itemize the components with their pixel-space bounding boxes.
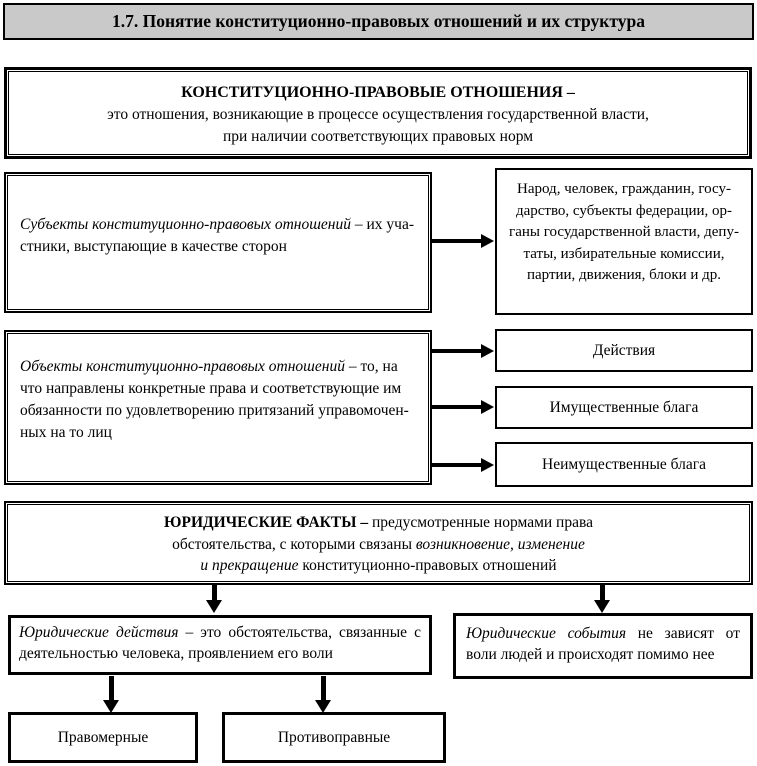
lawful-box: Правомерные [8, 712, 198, 763]
arrow-down-icon [206, 585, 223, 613]
definition-line2: при наличии соответствующих правовых нор… [222, 128, 534, 145]
arrow-right-icon [432, 458, 494, 472]
subjects-examples-line4: таты, избирательные комиссии, [523, 245, 725, 262]
subjects-examples-box: Народ, человек, гражданин, госу- дарство… [495, 168, 753, 315]
definition-box: КОНСТИТУЦИОННО-ПРАВОВЫЕ ОТНОШЕНИЯ – это … [4, 67, 752, 159]
facts-line2-plain: обстоятельства, с которыми связаны [172, 535, 416, 553]
objects-target-actions-label: Действия [592, 341, 656, 359]
subjects-examples-line5: партии, движения, блоки и др. [526, 267, 722, 283]
subjects-rest-line2: стники, выступающие в качестве сторон [20, 238, 287, 255]
arrow-down-icon [315, 676, 332, 713]
objects-line3: обязанности по удовлетворению притязаний… [20, 402, 409, 419]
arrow-right-icon [432, 344, 494, 358]
objects-target-actions-box: Действия [495, 329, 753, 372]
objects-target-nonproperty-label: Неимущественные блага [542, 455, 706, 473]
page-title: 1.7. Понятие конституционно-правовых отн… [111, 11, 645, 31]
facts-title: ЮРИДИЧЕСКИЕ ФАКТЫ – [164, 514, 369, 531]
subjects-term: Субъекты конституционно-правовых отношен… [20, 216, 351, 233]
subjects-examples-line1: Народ, человек, гражданин, госу- [517, 181, 731, 197]
legal-facts-box: ЮРИДИЧЕСКИЕ ФАКТЫ – предусмотренные норм… [4, 501, 753, 585]
subjects-examples-line3: ганы государственной власти, депу- [509, 224, 739, 240]
unlawful-label: Противоправные [277, 728, 391, 746]
objects-term: Объекты конституционно-правовых отношени… [20, 358, 345, 375]
legal-actions-rest: – это обстоятельства, связанные с деятел… [19, 624, 421, 662]
subjects-examples-line2: дарство, субъекты федерации, ор- [515, 202, 733, 219]
arrow-down-icon [594, 585, 611, 613]
arrow-right-icon [432, 234, 494, 248]
legal-actions-box: Юридические действия – это обстоятельств… [8, 615, 432, 675]
facts-line2-italic: возникновение, изменение [415, 535, 585, 553]
subjects-box: Субъекты конституционно-правовых отношен… [4, 172, 432, 313]
objects-box: Объекты конституционно-правовых отношени… [4, 330, 432, 485]
page-title-bar: 1.7. Понятие конституционно-правовых отн… [3, 3, 754, 40]
legal-actions-term: Юридические действия [19, 624, 179, 641]
objects-line4: ных на то лиц [20, 424, 112, 441]
lawful-label: Правомерные [57, 728, 149, 746]
facts-line3-plain: конституционно-правовых отношений [298, 557, 557, 574]
objects-target-property-box: Имущественные блага [495, 386, 753, 429]
subjects-rest-line1: – их уча- [350, 216, 414, 233]
objects-rest-line1: – то, на [344, 358, 398, 375]
legal-events-term: Юридические события [466, 625, 627, 642]
legal-events-box: Юридические события не зависят от воли л… [453, 613, 753, 679]
facts-line1-rest: предусмотренные нормами права [368, 514, 593, 531]
definition-line1: это отношения, возникающие в процессе ос… [107, 106, 649, 123]
objects-line2: что направлены конкретные права и соотве… [20, 380, 402, 397]
legal-events-rest: не зависят от воли людей и происходят по… [466, 625, 740, 663]
definition-title: КОНСТИТУЦИОННО-ПРАВОВЫЕ ОТНОШЕНИЯ – [181, 84, 575, 101]
arrow-down-icon [103, 676, 120, 713]
arrow-right-icon [432, 400, 494, 414]
facts-line3-italic: и прекращение [200, 557, 299, 574]
unlawful-box: Противоправные [222, 712, 446, 763]
objects-target-nonproperty-box: Неимущественные блага [495, 442, 753, 487]
objects-target-property-label: Имущественные блага [549, 398, 699, 416]
